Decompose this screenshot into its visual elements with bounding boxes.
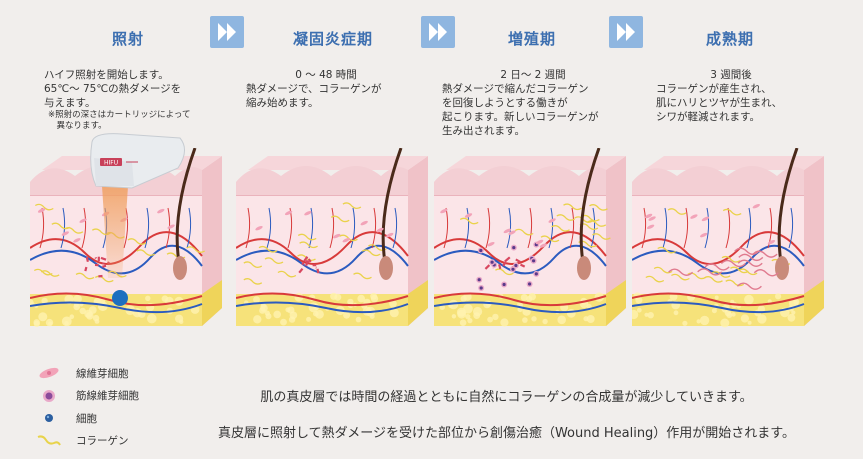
myofibroblast-icon <box>43 389 55 402</box>
hifu-device: HIFU <box>90 133 185 278</box>
skin-cross-section <box>629 147 824 328</box>
legend-label: 細胞 <box>76 412 97 425</box>
desc-line: 生み出されます。 <box>442 125 525 137</box>
desc-line: 65℃～ 75℃の熱ダメージを <box>44 83 182 95</box>
desc-line: を回復しようとする働きが <box>442 97 568 109</box>
double-chevron-right-icon <box>609 16 643 48</box>
device-label: HIFU <box>104 160 118 167</box>
legend-label: 線維芽細胞 <box>76 367 129 380</box>
desc-line: 起こります。新しいコラーゲンが <box>442 111 599 123</box>
stage-description-proliferation: 2 日～ 2 週間 熱ダメージで縮んだコラーゲン を回復しようとする働きが 起こ… <box>442 68 642 138</box>
desc-line: 2 日～ 2 週間 <box>500 69 566 81</box>
skin-cross-section <box>235 147 428 326</box>
desc-line: ハイフ照射を開始します。 <box>44 69 169 81</box>
desc-line: 縮み始めます。 <box>246 97 319 109</box>
desc-line: 熱ダメージで、コラーゲンが <box>246 83 382 95</box>
legend-label: 筋線維芽細胞 <box>76 390 139 403</box>
stage-title-irradiation: 照射 <box>111 30 144 48</box>
stage-description-inflammation: 0 ～ 48 時間 熱ダメージで、コラーゲンが 縮み始めます。 <box>246 68 426 110</box>
stage-title-inflammation: 凝固炎症期 <box>292 30 373 48</box>
legend-item: 線維芽細胞 <box>36 362 139 385</box>
desc-line: 熱ダメージで縮んだコラーゲン <box>442 83 589 95</box>
stage-description-maturation: 3 週間後 コラーゲンが産生され、 肌にハリとツヤが生まれ、 シワが軽減されます… <box>656 68 836 124</box>
desc-line: コラーゲンが産生され、 <box>656 83 772 95</box>
desc-line: シワが軽減されます。 <box>656 111 760 123</box>
legend-item: コラーゲン <box>36 430 139 453</box>
stage-title-proliferation: 増殖期 <box>507 30 556 48</box>
legend-item: 筋線維芽細胞 <box>36 385 139 408</box>
caption-line: 肌の真皮層では時間の経過とともに自然にコラーゲンの合成量が減少していきます。 <box>260 390 753 405</box>
desc-line: 与えます。 <box>44 97 96 109</box>
fibroblast-icon <box>39 368 59 379</box>
skin-block-maturation <box>629 147 827 328</box>
desc-line: 0 ～ 48 時間 <box>295 69 357 81</box>
skin-cross-section <box>27 147 222 327</box>
desc-line: 3 週間後 <box>710 69 752 81</box>
skin-block-irradiation <box>27 147 225 328</box>
collagen-icon <box>37 435 61 446</box>
desc-note: ※照射の深さはカートリッジによって <box>48 110 191 120</box>
skin-block-proliferation <box>433 147 629 328</box>
legend-label: コラーゲン <box>76 435 129 448</box>
stage-title-maturation: 成熟期 <box>705 30 754 48</box>
skin-cross-section <box>433 147 626 327</box>
double-chevron-right-icon <box>210 16 244 48</box>
cell-icon <box>45 414 53 423</box>
skin-block-inflammation <box>235 147 431 328</box>
stage-description-irradiation: ハイフ照射を開始します。 65℃～ 75℃の熱ダメージを 与えます。 ※照射の深… <box>44 68 234 132</box>
caption-line: 真皮層に照射して熱ダメージを受けた部位から創傷治癒（Wound Healing）… <box>217 426 796 441</box>
double-chevron-right-icon <box>421 16 455 48</box>
desc-note: 異なります。 <box>48 121 107 131</box>
legend: 線維芽細胞 筋線維芽細胞 細胞 コラーゲン <box>36 362 139 452</box>
legend-item: 細胞 <box>36 407 139 430</box>
desc-line: 肌にハリとツヤが生まれ、 <box>656 97 783 109</box>
